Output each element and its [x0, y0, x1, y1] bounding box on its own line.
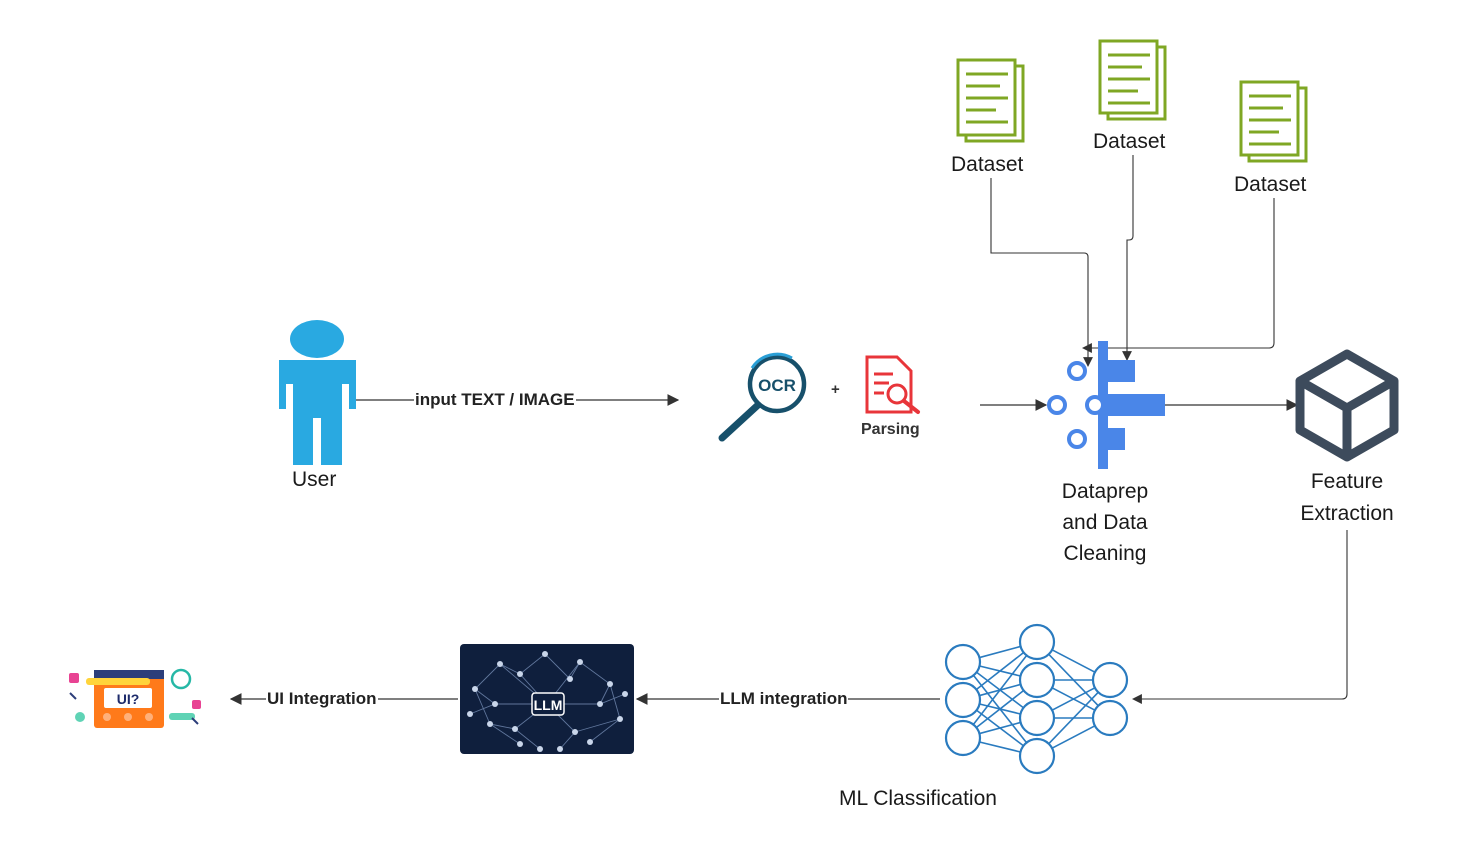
- edge-dataset1-dataprep: [990, 178, 1093, 367]
- ml-label: ML Classification: [839, 787, 997, 810]
- nn-connection: [1048, 691, 1099, 745]
- feature-label-line2: Extraction: [1300, 502, 1394, 525]
- dataset-label-3: Dataset: [1234, 173, 1307, 196]
- dataprep-label-line3: Cleaning: [1063, 542, 1147, 565]
- nn-neuron: [1018, 699, 1056, 737]
- nn-neuron: [944, 719, 982, 757]
- ocr-text: OCR: [758, 376, 796, 395]
- nn-connection: [979, 741, 1021, 753]
- nn-neuron: [1018, 623, 1056, 661]
- nn-connection: [1051, 725, 1096, 749]
- dataprep-label: Dataprep and Data Cleaning: [1045, 476, 1165, 569]
- edge-feature-ml: [1132, 508, 1348, 704]
- edge-dataset2-dataprep: [1122, 155, 1134, 361]
- nn-connection: [972, 654, 1028, 726]
- edge-dataset3-dataprep: [1082, 198, 1275, 353]
- nn-connection: [975, 689, 1025, 729]
- feature-label-line1: Feature: [1310, 470, 1384, 493]
- edge-label-ui-integration: UI Integration: [266, 689, 378, 709]
- dataset-label-2: Dataset: [1093, 130, 1166, 153]
- nn-connection: [1051, 649, 1096, 673]
- nn-neuron: [1091, 699, 1129, 737]
- nn-neuron: [944, 643, 982, 681]
- edge-label-input: input TEXT / IMAGE: [414, 390, 576, 410]
- nn-neuron: [1091, 661, 1129, 699]
- llm-text: LLM: [534, 697, 563, 713]
- nn-connection: [979, 645, 1021, 659]
- nn-neuron: [1018, 737, 1056, 775]
- nn-connection: [1051, 687, 1096, 711]
- dataset-label-1: Dataset: [951, 153, 1024, 176]
- parsing-label: Parsing: [861, 421, 920, 438]
- ui-text: UI?: [117, 691, 140, 707]
- nn-connection: [979, 721, 1021, 735]
- user-label: User: [292, 468, 337, 491]
- plus-sign: +: [831, 381, 840, 398]
- llm-network-graphic: LLM: [467, 651, 628, 752]
- llm-tile: LLM: [460, 644, 634, 754]
- nn-connection: [975, 651, 1025, 691]
- nn-neuron: [1018, 661, 1056, 699]
- nn-neuron: [944, 681, 982, 719]
- edge-label-llm-integration: LLM integration: [719, 689, 849, 709]
- dataprep-label-line2: and Data: [1062, 511, 1148, 534]
- feature-label: Feature Extraction: [1285, 466, 1409, 530]
- dataprep-label-line1: Dataprep: [1061, 480, 1149, 503]
